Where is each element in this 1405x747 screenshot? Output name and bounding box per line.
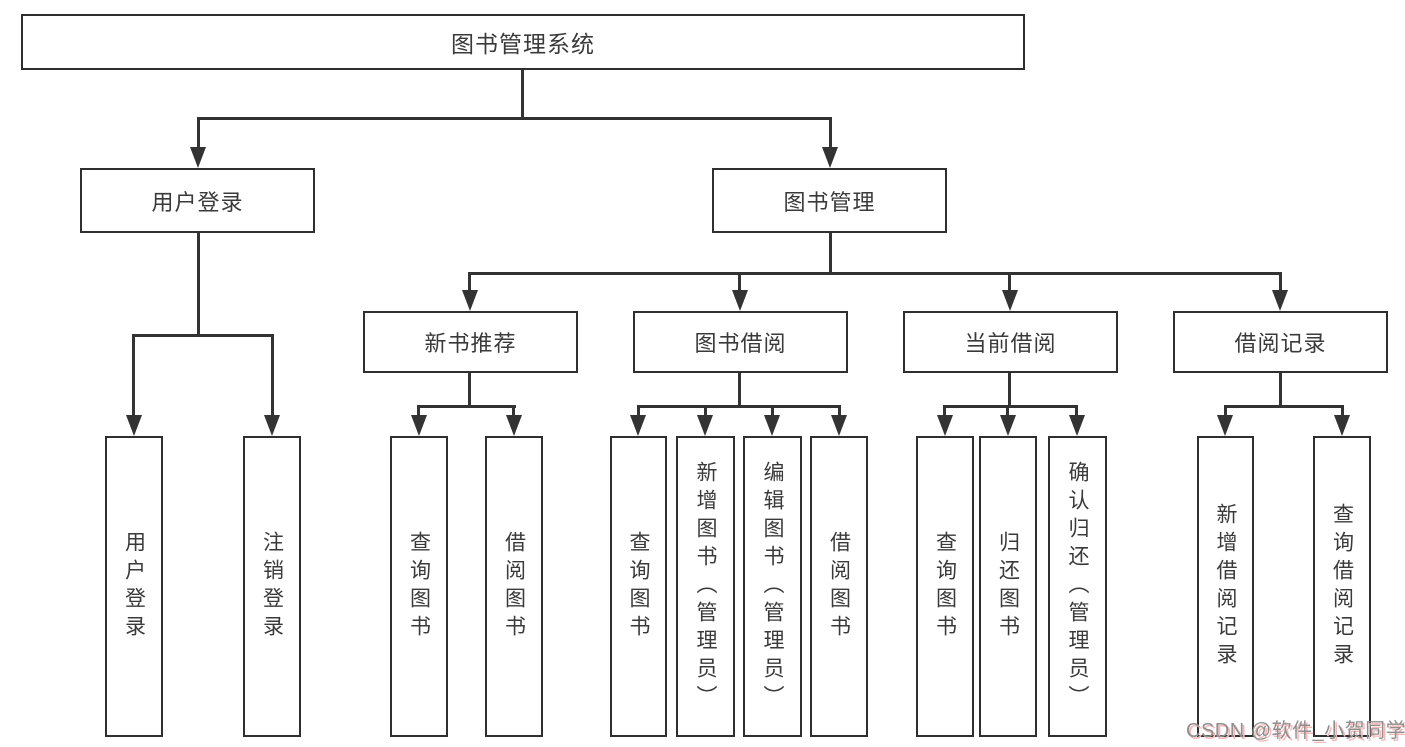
connector-line <box>1075 405 1078 417</box>
node-user-login-label: 用户登录 <box>151 189 244 215</box>
arrow-down-icon <box>1217 415 1233 436</box>
connector-line <box>637 405 841 408</box>
connector-line <box>829 233 832 274</box>
connector-line <box>468 373 471 407</box>
arrow-down-icon <box>822 147 838 168</box>
connector-line <box>417 405 420 417</box>
connector-line <box>197 117 831 120</box>
leaf-query-book-recommend-label: 查询图书 <box>407 530 431 643</box>
leaf-query-book-current-label: 查询图书 <box>933 530 957 643</box>
arrow-down-icon <box>732 290 748 311</box>
leaf-add-book-admin: 新增图书（管理员） <box>676 436 735 737</box>
leaf-confirm-return-admin: 确认归还（管理员） <box>1048 436 1107 737</box>
connector-line <box>1006 405 1009 417</box>
connector-line <box>1224 405 1227 417</box>
arrow-down-icon <box>1334 415 1350 436</box>
leaf-logout: 注销登录 <box>243 436 301 737</box>
connector-line <box>468 272 1282 275</box>
connector-line <box>512 405 515 417</box>
connector-line <box>771 405 774 417</box>
connector-line <box>944 405 1078 408</box>
node-new-book-recommend: 新书推荐 <box>363 311 578 373</box>
leaf-confirm-return-admin-label: 确认归还（管理员） <box>1066 460 1090 713</box>
leaf-user-login: 用户登录 <box>105 436 163 737</box>
leaf-borrow-book-label: 借阅图书 <box>827 530 851 643</box>
connector-line <box>829 117 832 148</box>
arrow-down-icon <box>831 415 847 436</box>
leaf-borrow-book-recommend: 借阅图书 <box>485 436 543 737</box>
leaf-query-book-current: 查询图书 <box>916 436 974 737</box>
connector-line <box>132 334 135 416</box>
watermark: CSDN @软件_小贺同学 <box>1186 720 1405 742</box>
connector-line <box>418 405 516 408</box>
node-current-borrow: 当前借阅 <box>903 311 1118 373</box>
leaf-add-borrow-record: 新增借阅记录 <box>1197 436 1254 737</box>
connector-line <box>521 70 524 118</box>
node-new-book-recommend-label: 新书推荐 <box>424 331 517 356</box>
connector-line <box>738 272 741 292</box>
arrow-down-icon <box>937 415 953 436</box>
node-root: 图书管理系统 <box>21 14 1025 70</box>
arrow-down-icon <box>126 415 142 436</box>
connector-line <box>1279 272 1282 292</box>
arrow-down-icon <box>764 415 780 436</box>
connector-line <box>637 405 640 417</box>
connector-line <box>943 405 946 417</box>
leaf-user-login-label: 用户登录 <box>122 530 146 643</box>
arrow-down-icon <box>1000 415 1016 436</box>
connector-line <box>197 233 200 336</box>
leaf-borrow-book-recommend-label: 借阅图书 <box>502 530 526 643</box>
leaf-edit-book-admin-label: 编辑图书（管理员） <box>761 460 785 713</box>
leaf-query-book-recommend: 查询图书 <box>390 436 448 737</box>
connector-line <box>468 272 471 292</box>
leaf-return-book: 归还图书 <box>979 436 1037 737</box>
node-borrow-record: 借阅记录 <box>1173 311 1388 373</box>
connector-line <box>133 334 274 337</box>
arrow-down-icon <box>1002 290 1018 311</box>
arrow-down-icon <box>697 415 713 436</box>
leaf-return-book-label: 归还图书 <box>996 530 1020 643</box>
node-book-borrow: 图书借阅 <box>633 311 848 373</box>
arrow-down-icon <box>411 415 427 436</box>
connector-line <box>704 405 707 417</box>
connector-line <box>838 405 841 417</box>
node-book-management-label: 图书管理 <box>783 189 876 215</box>
arrow-down-icon <box>1272 290 1288 311</box>
leaf-add-borrow-record-label: 新增借阅记录 <box>1214 502 1238 671</box>
arrow-down-icon <box>264 415 280 436</box>
connector-line <box>1279 373 1282 407</box>
connector-line <box>738 373 741 407</box>
leaf-add-book-admin-label: 新增图书（管理员） <box>694 460 718 713</box>
node-borrow-record-label: 借阅记录 <box>1234 331 1327 356</box>
leaf-logout-label: 注销登录 <box>260 530 284 643</box>
arrow-down-icon <box>190 147 206 168</box>
node-user-login: 用户登录 <box>80 168 315 233</box>
connector-line <box>1224 405 1344 408</box>
connector-line <box>197 117 200 148</box>
arrow-down-icon <box>506 415 522 436</box>
leaf-query-book-label: 查询图书 <box>627 530 651 643</box>
connector-line <box>1341 405 1344 417</box>
leaf-query-book: 查询图书 <box>610 436 667 737</box>
leaf-query-borrow-record-label: 查询借阅记录 <box>1330 502 1354 671</box>
arrow-down-icon <box>462 290 478 311</box>
arrow-down-icon <box>630 415 646 436</box>
connector-line <box>271 334 274 416</box>
leaf-edit-book-admin: 编辑图书（管理员） <box>743 436 802 737</box>
node-current-borrow-label: 当前借阅 <box>964 331 1057 356</box>
connector-line <box>1008 373 1011 407</box>
leaf-borrow-book: 借阅图书 <box>810 436 868 737</box>
leaf-query-borrow-record: 查询借阅记录 <box>1313 436 1371 737</box>
node-book-borrow-label: 图书借阅 <box>694 331 787 356</box>
node-book-management: 图书管理 <box>712 168 947 233</box>
node-root-label: 图书管理系统 <box>451 31 595 57</box>
arrow-down-icon <box>1069 415 1085 436</box>
connector-line <box>1008 272 1011 292</box>
